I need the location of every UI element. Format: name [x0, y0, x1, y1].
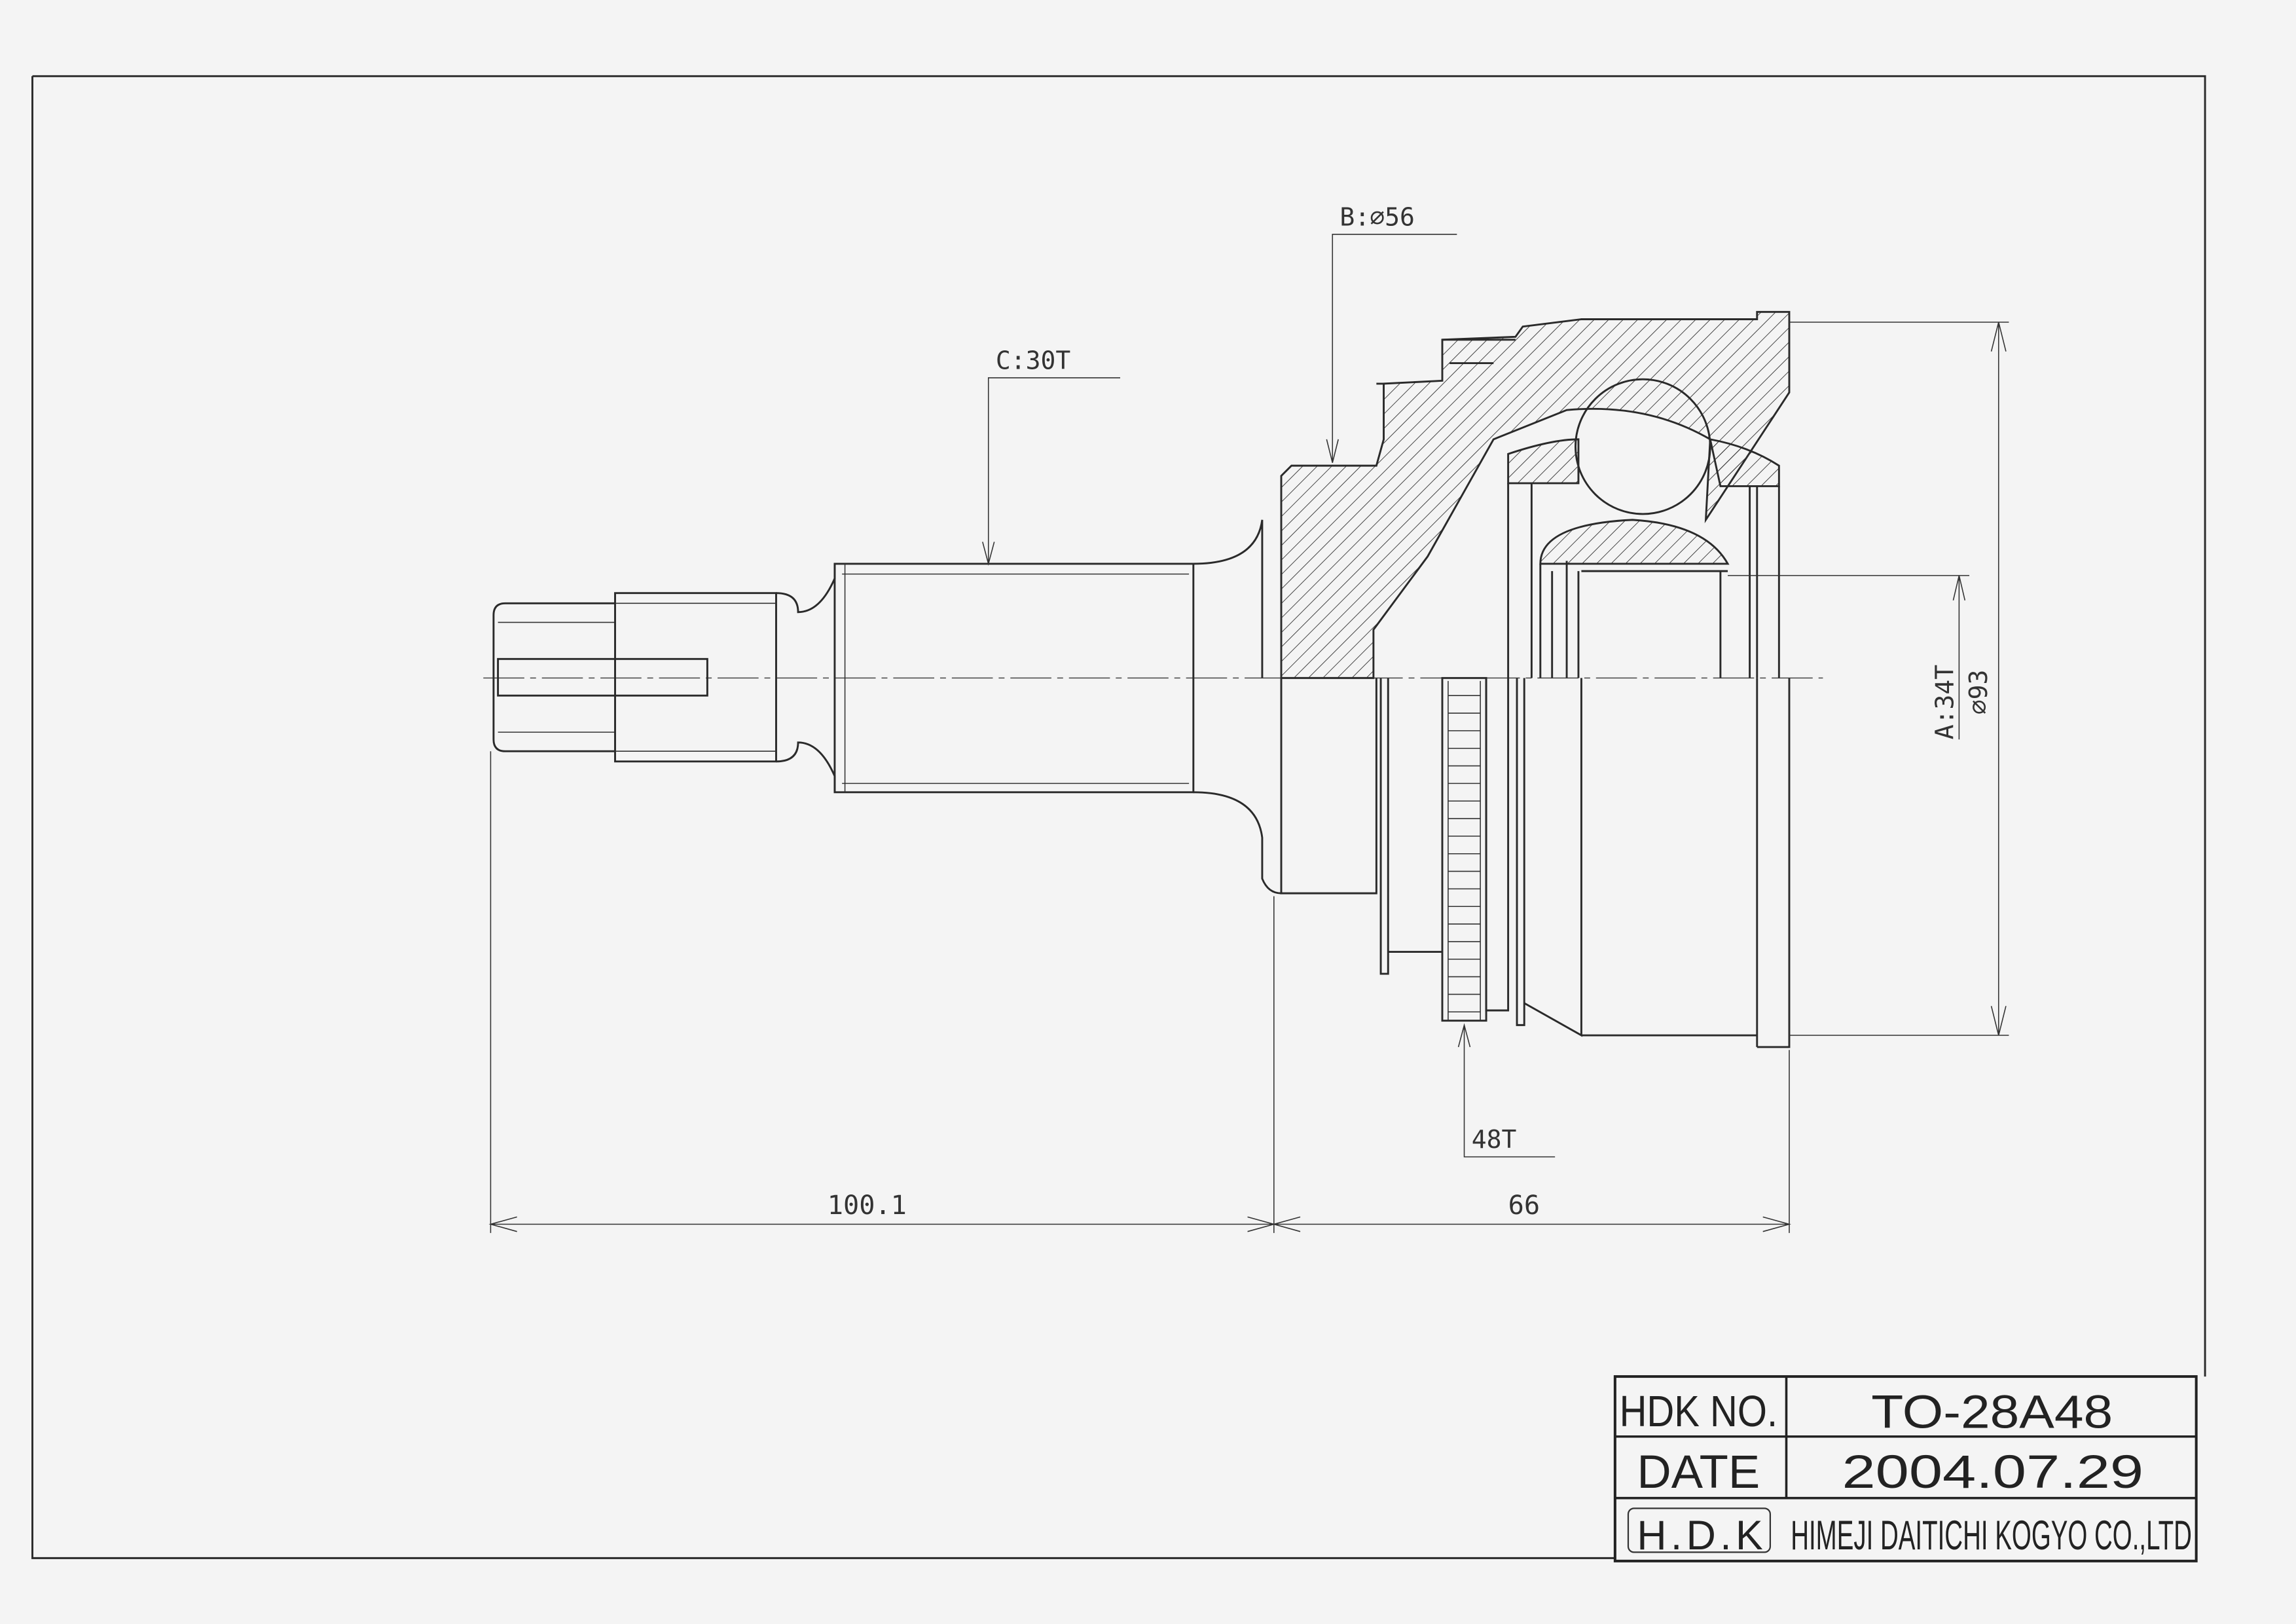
part-no-label: HDK NO.	[1620, 1387, 1778, 1436]
dimension-outer-diameter: A:34T ⌀93	[1728, 322, 2009, 1036]
cv-joint-shaft	[492, 519, 1282, 895]
dimension-lengths: 100.1 66	[488, 751, 1791, 1233]
spline-a-label: A:34T	[1930, 665, 1959, 739]
sheet-border	[31, 75, 2206, 1559]
outer-housing-lower	[1280, 676, 1791, 1048]
date-label: DATE	[1637, 1446, 1760, 1498]
outer-diameter-label: ⌀93	[1964, 670, 1993, 715]
abs-ring-teeth	[1448, 680, 1481, 1021]
length-shaft-label: 100.1	[828, 1190, 907, 1221]
leader-c: C:30T	[982, 346, 1121, 566]
part-no-value: TO-28A48	[1871, 1386, 2113, 1438]
length-housing-label: 66	[1508, 1190, 1540, 1221]
title-block: HDK NO. TO-28A48 DATE 2004.07.29 H.D.K H…	[1613, 1375, 2198, 1562]
leader-b: B:⌀56	[1326, 202, 1457, 463]
spline-c-label: C:30T	[996, 346, 1070, 375]
outer-housing-section	[1280, 310, 1791, 679]
company-name: HIMEJI DAITICHI KOGYO CO.,LTD	[1791, 1513, 2192, 1559]
abs-teeth-label: 48T	[1472, 1125, 1517, 1154]
diameter-b-label: B:⌀56	[1339, 202, 1414, 231]
date-value: 2004.07.29	[1842, 1446, 2143, 1498]
hdk-logo: H.D.K	[1637, 1513, 1763, 1559]
leader-48t: 48T	[1457, 1023, 1556, 1158]
